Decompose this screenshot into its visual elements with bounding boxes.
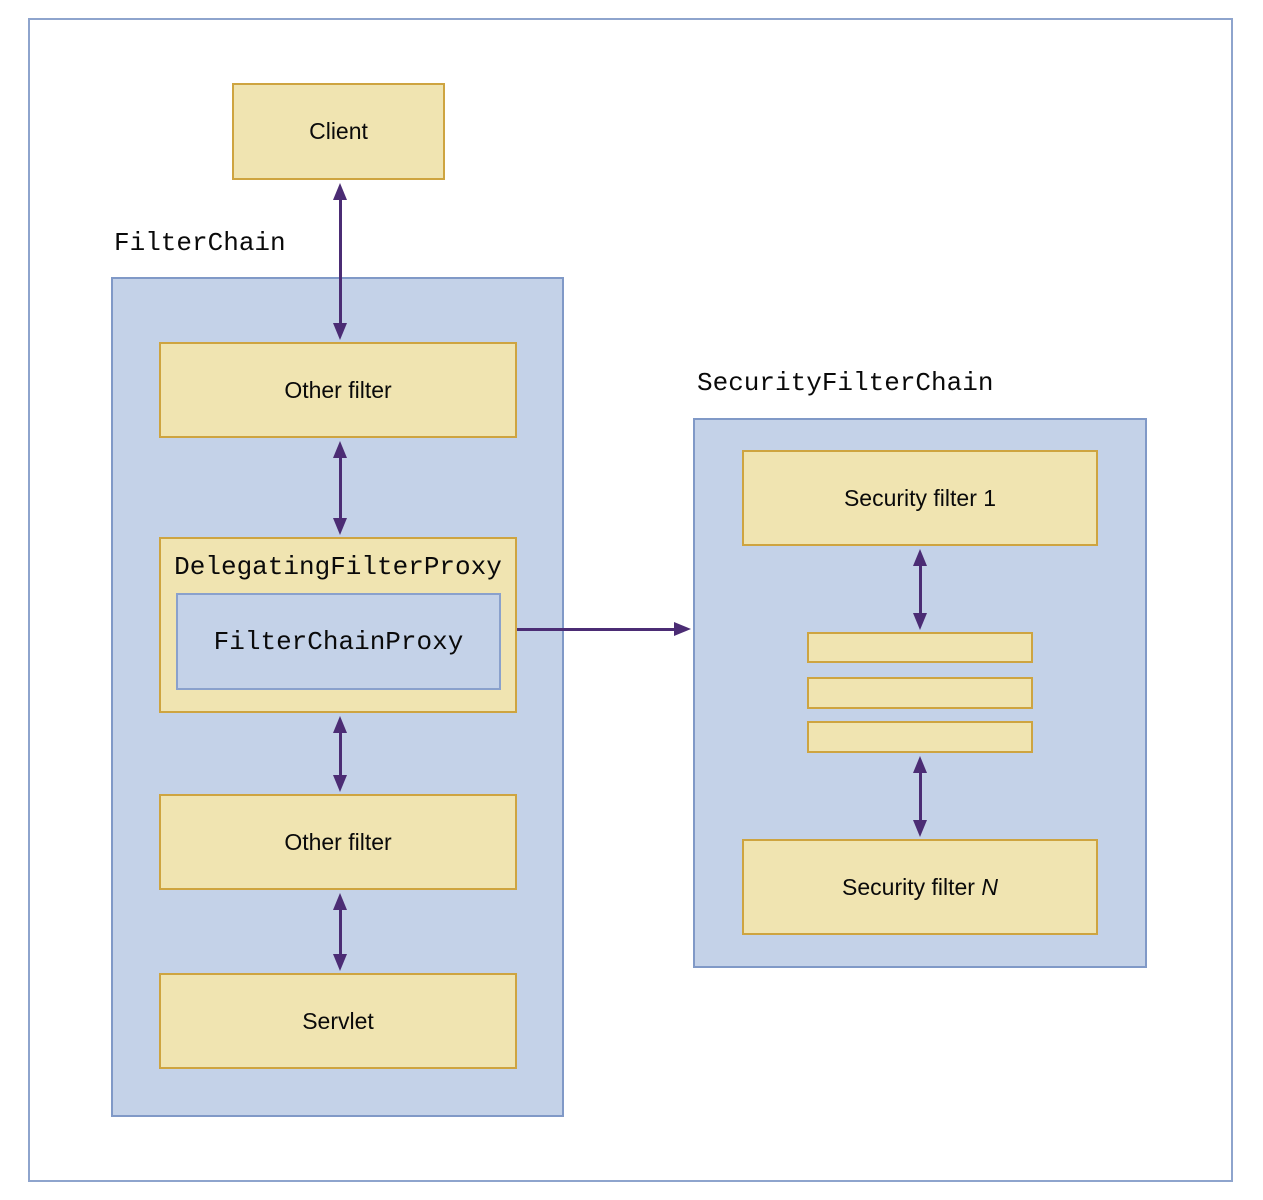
arrow-proxy-to-security-filter-chain bbox=[517, 621, 691, 637]
arrowhead-up-icon bbox=[913, 549, 927, 566]
arrowhead-up-icon bbox=[333, 441, 347, 458]
security-filter-ellipsis-box-2 bbox=[807, 677, 1033, 709]
filter-chain-label: FilterChain bbox=[114, 228, 286, 258]
arrowhead-down-icon bbox=[333, 954, 347, 971]
arrowhead-down-icon bbox=[913, 613, 927, 630]
arrowhead-up-icon bbox=[913, 756, 927, 773]
arrow-other-filter-delegating-proxy bbox=[332, 441, 348, 535]
arrowhead-up-icon bbox=[333, 716, 347, 733]
arrowhead-down-icon bbox=[333, 518, 347, 535]
security-filter-n-node: Security filter N bbox=[742, 839, 1098, 935]
arrow-security-filter-1-chain bbox=[912, 549, 928, 630]
arrow-client-other-filter bbox=[332, 183, 348, 340]
arrow-chain-security-filter-n bbox=[912, 756, 928, 837]
filter-chain-proxy-label: FilterChainProxy bbox=[213, 626, 464, 657]
arrowhead-right-icon bbox=[674, 622, 691, 636]
security-filter-n-variable: N bbox=[981, 873, 998, 900]
security-filter-1-label: Security filter 1 bbox=[843, 484, 997, 511]
security-filter-n-label: Security filter N bbox=[842, 874, 998, 901]
other-filter-bottom-label: Other filter bbox=[284, 828, 392, 855]
security-filter-chain-label: SecurityFilterChain bbox=[697, 368, 994, 398]
arrowhead-down-icon bbox=[333, 323, 347, 340]
delegating-filter-proxy-label: DelegatingFilterProxy bbox=[174, 552, 502, 582]
arrowhead-up-icon bbox=[333, 183, 347, 200]
arrowhead-down-icon bbox=[913, 820, 927, 837]
arrow-other-filter-servlet bbox=[332, 893, 348, 971]
delegating-filter-proxy-title: DelegatingFilterProxy bbox=[161, 539, 515, 595]
security-filter-ellipsis-box-1 bbox=[807, 632, 1033, 663]
security-filter-1-node: Security filter 1 bbox=[742, 450, 1098, 546]
servlet-label: Servlet bbox=[302, 1007, 374, 1034]
arrowhead-down-icon bbox=[333, 775, 347, 792]
delegating-filter-proxy-node: DelegatingFilterProxy FilterChainProxy bbox=[159, 537, 517, 713]
client-node-label: Client bbox=[309, 118, 368, 144]
other-filter-bottom-node: Other filter bbox=[159, 794, 517, 890]
client-node: Client bbox=[232, 83, 445, 180]
arrowhead-up-icon bbox=[333, 893, 347, 910]
security-filter-ellipsis-box-3 bbox=[807, 721, 1033, 753]
other-filter-top-node: Other filter bbox=[159, 342, 517, 438]
filter-chain-proxy-node: FilterChainProxy bbox=[176, 593, 501, 690]
arrow-delegating-proxy-other-filter bbox=[332, 716, 348, 792]
servlet-node: Servlet bbox=[159, 973, 517, 1069]
other-filter-top-label: Other filter bbox=[284, 376, 392, 403]
security-filter-n-prefix: Security filter bbox=[842, 873, 982, 900]
